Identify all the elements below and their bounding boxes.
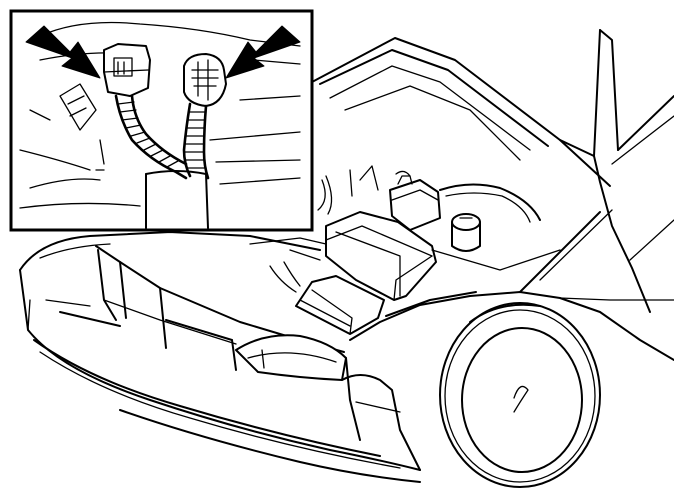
windshield — [593, 29, 674, 261]
front-fender — [349, 155, 674, 361]
right-pointer-arrow-icon — [225, 25, 301, 79]
right-connector — [182, 53, 227, 180]
engine-bay — [249, 165, 561, 335]
open-hood — [311, 37, 611, 187]
left-pointer-arrow-icon — [25, 25, 101, 79]
car-front-view — [19, 29, 674, 488]
front-bumper-grille — [19, 231, 421, 483]
inset-detail — [9, 9, 314, 232]
front-wheel — [439, 302, 601, 488]
left-connector — [103, 43, 188, 180]
